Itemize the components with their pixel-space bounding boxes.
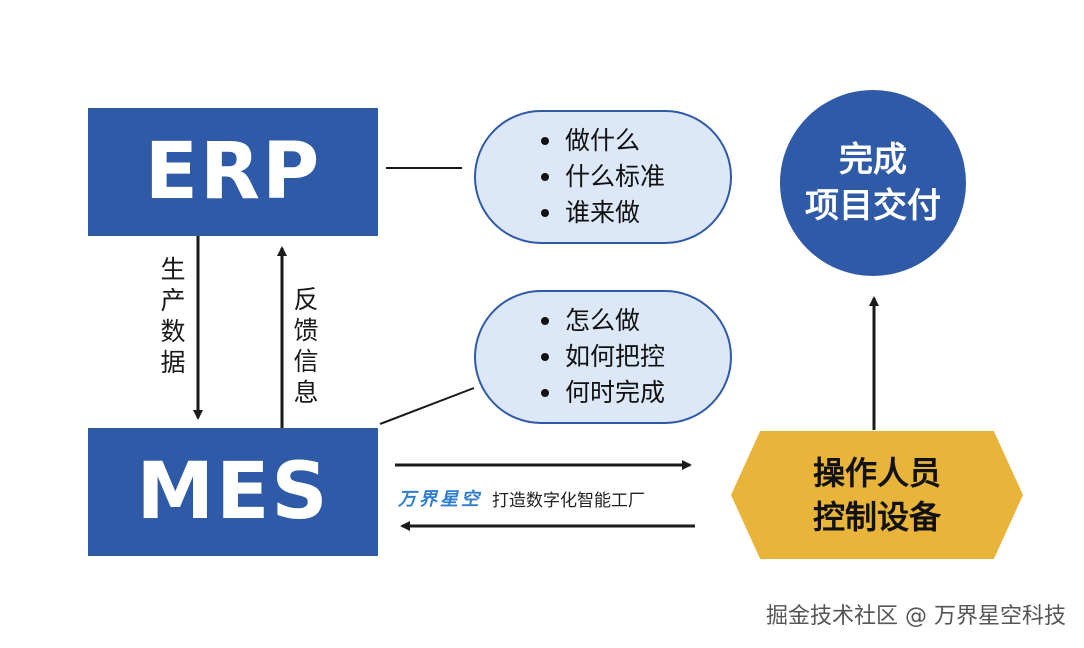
production-data-label: 生产数据 [160, 255, 186, 377]
delivery-line-2: 项目交付 [805, 186, 941, 226]
list-item: 谁来做 [540, 195, 665, 231]
operator-line-1: 操作人员 [812, 454, 941, 492]
list-item: 何时完成 [540, 375, 665, 411]
brand-watermark: 万界星空 打造数字化智能工厂 [398, 485, 645, 511]
erp-box: ERP [88, 108, 378, 236]
brand-logo-text: 万界星空 [398, 489, 482, 510]
mes-questions-list: 怎么做 如何把控 何时完成 [540, 303, 665, 411]
bullet-icon [540, 353, 549, 361]
list-item-text: 谁来做 [564, 198, 640, 227]
mes-questions-pill: 怎么做 如何把控 何时完成 [474, 290, 732, 424]
list-item: 怎么做 [540, 303, 665, 339]
footer-credit: 掘金技术社区 @ 万界星空科技 [766, 604, 1066, 629]
bullet-icon [540, 389, 549, 397]
list-item: 什么标准 [540, 159, 665, 195]
operator-line-2: 控制设备 [812, 498, 941, 536]
mes-label: MES [136, 447, 330, 537]
mes-pill-connector [379, 387, 475, 425]
list-item: 做什么 [540, 123, 665, 159]
bullet-icon [540, 137, 549, 145]
list-item-text: 如何把控 [564, 342, 665, 371]
list-item-text: 何时完成 [564, 378, 665, 407]
bullet-icon [540, 209, 549, 217]
bullet-icon [540, 173, 549, 181]
erp-label: ERP [144, 127, 322, 217]
list-item: 如何把控 [540, 339, 665, 375]
delivery-line-1: 完成 [839, 140, 907, 180]
operator-control-hexagon: 操作人员 控制设备 [731, 431, 1023, 559]
brand-slogan: 打造数字化智能工厂 [492, 490, 645, 511]
list-item-text: 怎么做 [564, 306, 640, 335]
mes-box: MES [88, 428, 378, 556]
list-item-text: 做什么 [564, 126, 640, 155]
erp-questions-list: 做什么 什么标准 谁来做 [540, 123, 665, 231]
erp-questions-pill: 做什么 什么标准 谁来做 [474, 110, 732, 244]
project-delivery-circle: 完成 项目交付 [780, 90, 966, 276]
bullet-icon [540, 317, 549, 325]
feedback-info-label: 反馈信息 [293, 285, 319, 407]
list-item-text: 什么标准 [564, 162, 665, 191]
